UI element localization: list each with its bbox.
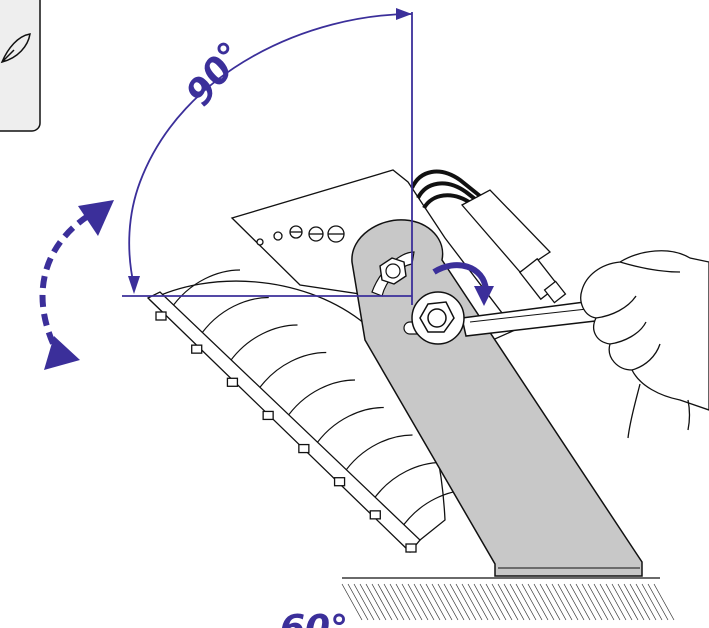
- frame-bolt: [298, 443, 310, 454]
- hatch-line: [623, 583, 645, 621]
- hatch-line: [419, 583, 441, 621]
- hatch-line: [437, 583, 459, 621]
- hatch-line: [503, 583, 525, 621]
- hatch-line: [491, 583, 513, 621]
- housing-holes: [256, 225, 345, 246]
- heatsink-fin: [370, 461, 442, 503]
- frame-bolt: [369, 510, 381, 520]
- curved-arrow-icon: [432, 262, 494, 306]
- hatch-line: [557, 583, 579, 621]
- hatch-line: [653, 583, 675, 621]
- frame-bolt: [262, 410, 274, 421]
- heatsink-fin: [313, 406, 384, 448]
- hatch-line: [593, 583, 615, 621]
- hatch-line: [467, 583, 489, 621]
- hatch-line: [407, 583, 429, 621]
- double-arrow-dashed-icon: [39, 200, 114, 370]
- hatch-line: [515, 583, 537, 621]
- hatch-line: [545, 583, 567, 621]
- hatch-line: [599, 583, 621, 621]
- frame-bolt: [155, 311, 167, 321]
- hatch-line: [353, 583, 375, 621]
- hatch-line: [587, 583, 609, 621]
- hatch-line: [479, 583, 501, 621]
- heatsink-fin: [227, 324, 298, 366]
- hatch-line: [641, 583, 663, 621]
- pivot-bolt: [379, 257, 407, 285]
- hatch-line: [629, 583, 651, 621]
- heatsink-fin: [284, 379, 356, 421]
- hatch-line: [485, 583, 507, 621]
- leaf-icon: [0, 33, 31, 64]
- driver-box: [410, 169, 567, 304]
- corner-icon-card: [0, 0, 41, 132]
- hatch-line: [533, 583, 555, 621]
- hatch-line: [521, 583, 543, 621]
- hatch-line: [461, 583, 483, 621]
- wrench-icon: [411, 291, 611, 345]
- hatch-line: [341, 583, 363, 621]
- hand-icon: [580, 250, 709, 439]
- hatch-line: [449, 583, 471, 621]
- hatch-line: [425, 583, 447, 621]
- hatch-line: [497, 583, 519, 621]
- hatch-line: [539, 583, 561, 621]
- hatch-line: [647, 583, 669, 621]
- angle-arc-90: [128, 13, 413, 287]
- hatch-line: [527, 583, 549, 621]
- hatch-line: [371, 583, 393, 621]
- hatch-line: [563, 583, 585, 621]
- hatch-line: [551, 583, 573, 621]
- hatch-line: [581, 583, 603, 621]
- heatsink-fin: [342, 434, 413, 476]
- hatch-line: [605, 583, 627, 621]
- hatch-line: [617, 583, 639, 621]
- hatch-line: [455, 583, 477, 621]
- hatch-line: [569, 583, 591, 621]
- hatch-line: [635, 583, 657, 621]
- angle-label-top: 90°: [178, 35, 252, 114]
- hatch-line: [395, 583, 417, 621]
- frame-bolt: [191, 344, 203, 354]
- hatch-line: [575, 583, 597, 621]
- hatch-line: [365, 583, 387, 621]
- hatch-line: [413, 583, 435, 621]
- hatch-line: [509, 583, 531, 621]
- frame-bolt: [405, 543, 417, 553]
- hatch-line: [401, 583, 423, 621]
- hatch-line: [347, 583, 369, 621]
- frame-bolt: [333, 477, 346, 487]
- ground-hatch: [341, 577, 675, 621]
- hatch-line: [473, 583, 495, 621]
- hatch-line: [611, 583, 633, 621]
- angle-label-bottom: 60°: [280, 608, 348, 628]
- hatch-line: [359, 583, 381, 621]
- hatch-line: [443, 583, 465, 621]
- heatsink-fin: [255, 351, 327, 393]
- frame-bolt: [226, 377, 239, 387]
- hatch-line: [431, 583, 453, 621]
- reference-lines: [122, 8, 413, 305]
- hatch-line: [377, 583, 399, 621]
- heatsink-fin: [169, 269, 241, 311]
- hatch-line: [389, 583, 411, 621]
- hatch-line: [383, 583, 405, 621]
- heatsink-fin: [198, 296, 269, 338]
